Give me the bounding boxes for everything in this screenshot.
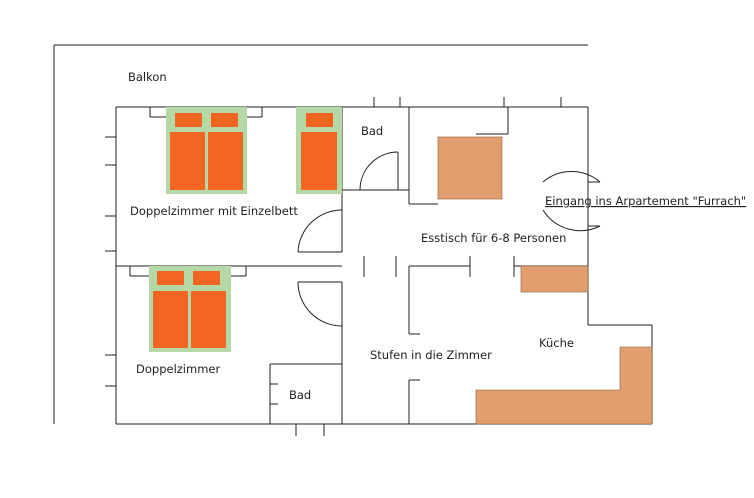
label-bath-upper: Bad (361, 124, 383, 138)
balcony-outline (53, 44, 588, 424)
label-kitchen: Küche (539, 336, 574, 350)
single-bed-upper (296, 107, 342, 194)
label-double: Doppelzimmer (136, 362, 220, 376)
dining-table (437, 136, 503, 200)
kitchen-counter-upper (520, 265, 589, 293)
kitchen-counter-lower (475, 346, 653, 425)
label-entrance: Eingang ins Arpartement "Furrach" (545, 194, 746, 208)
label-double-with-single: Doppelzimmer mit Einzelbett (130, 204, 298, 218)
label-dining: Esstisch für 6-8 Personen (421, 231, 566, 245)
double-bed-lower (149, 266, 231, 352)
label-stairs: Stufen in die Zimmer (370, 348, 492, 362)
label-balkon: Balkon (128, 70, 167, 84)
double-bed-upper (166, 107, 247, 194)
label-bath-lower: Bad (289, 388, 311, 402)
door-swings (297, 151, 601, 327)
window-ticks (105, 97, 562, 436)
